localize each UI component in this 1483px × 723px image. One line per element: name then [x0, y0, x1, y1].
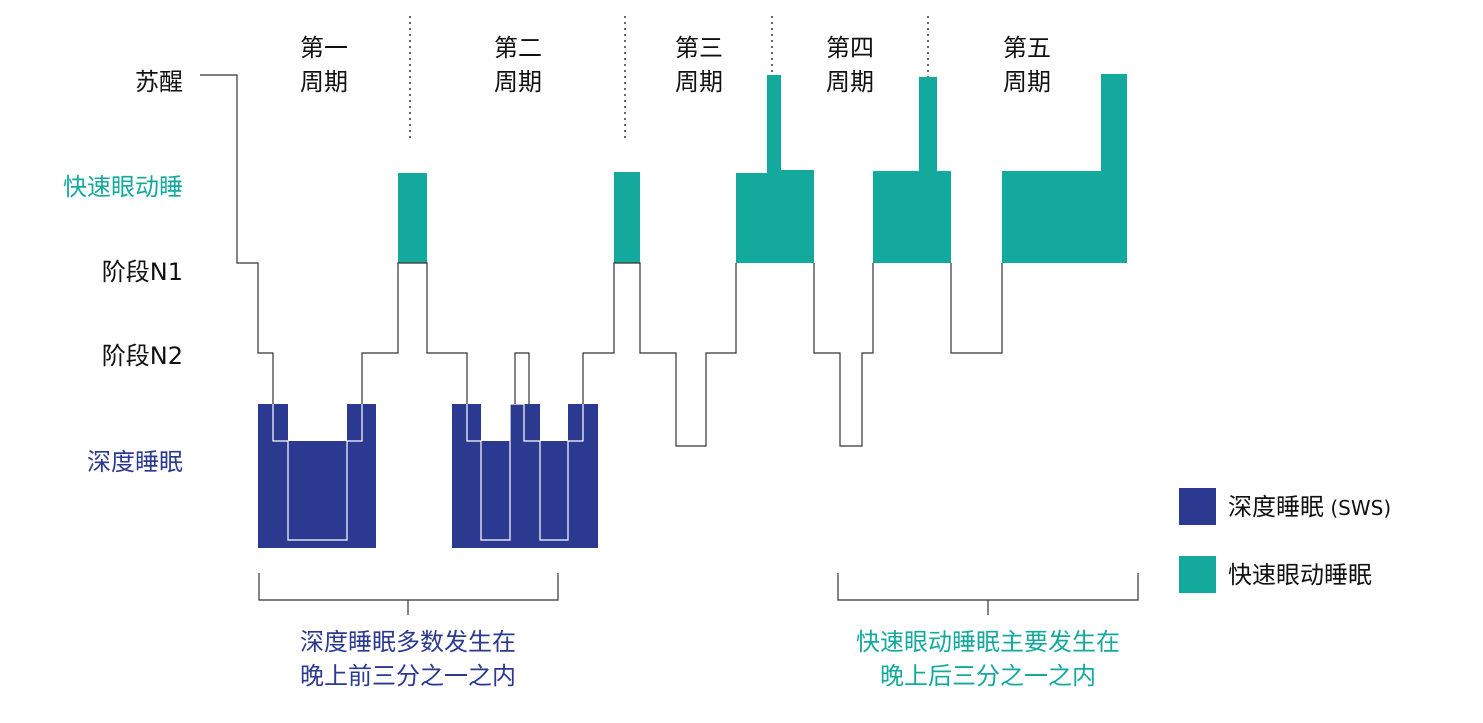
note-early-line1: 深度睡眠多数发生在 [300, 628, 516, 656]
cycle-5-label-line1: 第五 [1003, 34, 1051, 62]
brackets [258, 573, 1139, 615]
cycle-4-label-line1: 第四 [826, 34, 874, 62]
stage-label-n1: 阶段N1 [102, 258, 183, 286]
cycle-3-label-line1: 第三 [675, 34, 723, 62]
trace-segment-e [950, 263, 1003, 354]
cycle-1-label-line1: 第一 [300, 34, 348, 62]
trace-in-deep-1 [272, 404, 363, 541]
deep-sleep-block-1 [258, 404, 376, 548]
legend-rem-swatch [1179, 556, 1216, 593]
rem-block-1 [398, 173, 427, 263]
trace-in-deep-2 [466, 403, 584, 541]
rem-block-3 [736, 75, 814, 263]
rem-block-4 [873, 77, 951, 263]
deep-sleep-blocks [258, 404, 598, 548]
bracket-early [258, 573, 559, 601]
stage-labels: 苏醒 快速眼动睡 阶段N1 阶段N2 深度睡眠 [63, 68, 183, 476]
legend: 深度睡眠 (SWS) 快速眼动睡眠 [1179, 488, 1391, 593]
legend-deep-text: 深度睡眠 (SWS) [1228, 493, 1391, 521]
stage-label-rem: 快速眼动睡 [63, 173, 183, 201]
cycle-1-label-line2: 周期 [300, 68, 348, 96]
legend-deep-swatch [1179, 488, 1216, 525]
note-early-line2: 晚上前三分之一之内 [300, 662, 516, 690]
legend-rem-label: 快速眼动睡眠 [1228, 561, 1372, 589]
rem-sleep-blocks [398, 74, 1127, 263]
stage-label-n2: 阶段N2 [102, 342, 183, 370]
rem-block-2 [614, 172, 640, 263]
trace-segment-d [813, 263, 874, 447]
cycle-separators [409, 16, 929, 140]
trace-main [200, 74, 274, 404]
rem-block-5 [1002, 74, 1127, 263]
cycle-4-label-line2: 周期 [826, 68, 874, 96]
trace-segment-b [514, 352, 530, 404]
cycle-labels: 第一 周期 第二 周期 第三 周期 第四 周期 第五 周期 [300, 34, 1051, 96]
trace-segment-c [582, 262, 737, 447]
cycle-2-label-line1: 第二 [494, 34, 542, 62]
cycle-3-label-line2: 周期 [675, 68, 723, 96]
legend-deep-label: 深度睡眠 [1228, 493, 1324, 521]
cycle-2-label-line2: 周期 [494, 68, 542, 96]
note-late-line1: 快速眼动睡眠主要发生在 [856, 628, 1120, 656]
stage-label-deep: 深度睡眠 [87, 448, 183, 476]
deep-sleep-block-2 [452, 404, 598, 548]
stage-label-wake: 苏醒 [135, 68, 183, 96]
hypnogram-trace [200, 74, 1003, 541]
bracket-late [837, 573, 1139, 601]
note-late-line2: 晚上后三分之一之内 [880, 662, 1096, 690]
annotation-notes: 深度睡眠多数发生在 晚上前三分之一之内 快速眼动睡眠主要发生在 晚上后三分之一之… [300, 628, 1120, 690]
trace-segment-a [361, 262, 468, 404]
legend-deep-suffix: (SWS) [1324, 496, 1391, 520]
cycle-5-label-line2: 周期 [1003, 68, 1051, 96]
